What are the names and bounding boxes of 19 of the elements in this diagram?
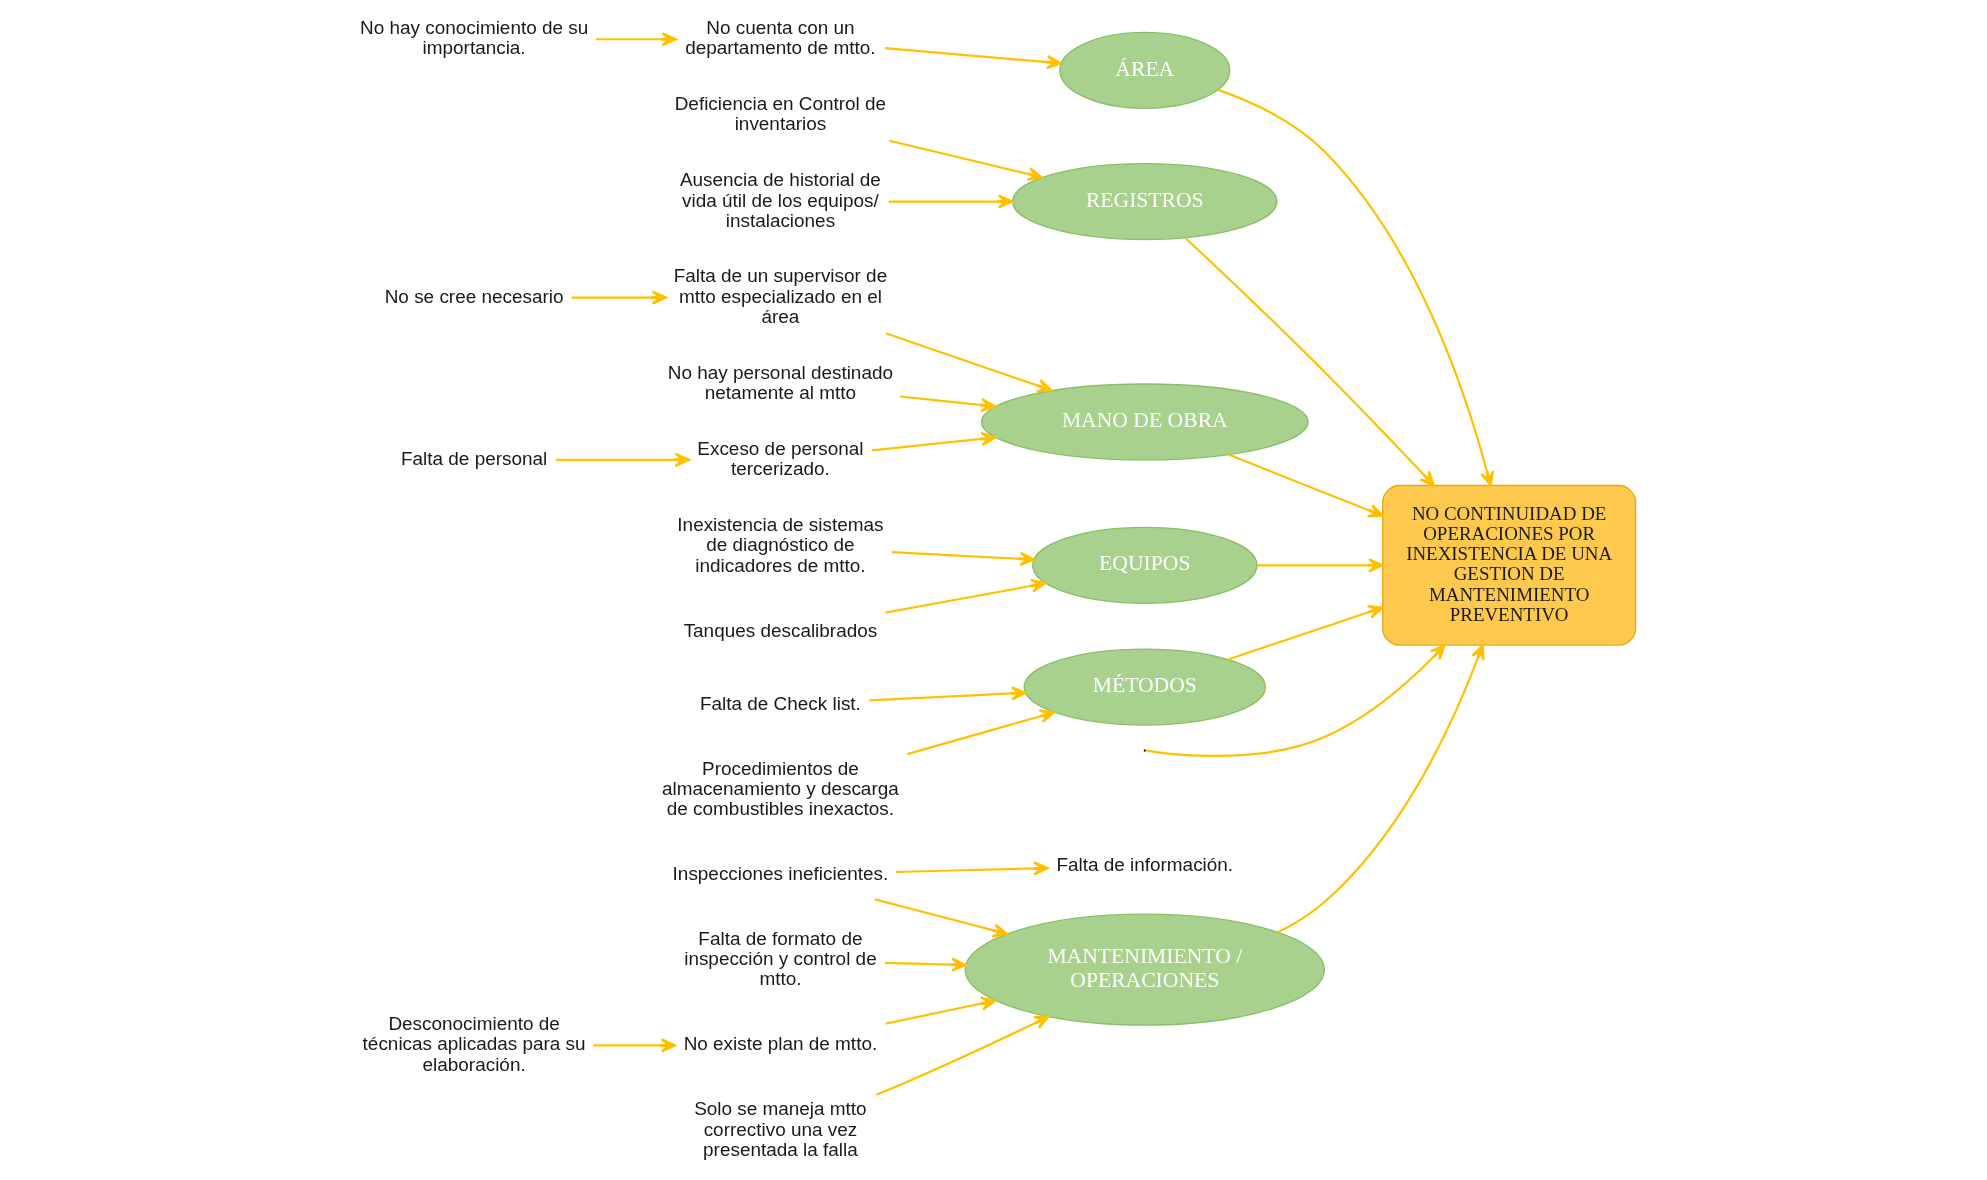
node-text: Falta de un supervisor de mtto especializado en el área (673, 265, 887, 327)
node-text: Solo se maneja mtto correctivo una vez presentada la falla (693, 1098, 867, 1160)
node-text: No cuenta con un departamento de mtto. (684, 17, 876, 59)
node-text: No existe plan de mtto. (683, 1033, 877, 1055)
node-text: Falta de información. (1055, 853, 1233, 875)
node-text: No hay conocimiento de su importancia. (359, 17, 588, 59)
node-text: Falta de Check list. (699, 692, 861, 714)
node-text: Deficiencia en Control de inventarios (674, 92, 886, 135)
node-text: Falta de formato de inspección y control de mtto. (683, 927, 877, 990)
node-text: No hay personal destinado netamente al mtto (667, 361, 893, 404)
node-text: No se cree necesario (384, 285, 564, 307)
node-text: Falta de personal (400, 447, 547, 469)
node-text: Inspecciones ineficientes. (672, 863, 888, 885)
node-text: Inexistencia de sistemas de diagnóstico de indicadores de mtto. (676, 514, 883, 576)
node-text: Tanques descalibrados (683, 619, 877, 641)
node-text: Procedimientos de almacenamiento y descarga de combustibles inexactos. (661, 757, 899, 820)
node-text: Ausencia de historial de vida útil de los equipos/ instalaciones (679, 169, 881, 231)
node-text: Desconocimiento de técnicas aplicadas para su elaboración. (362, 1013, 586, 1075)
node-text: Exceso de personal tercerizado. (696, 437, 864, 479)
